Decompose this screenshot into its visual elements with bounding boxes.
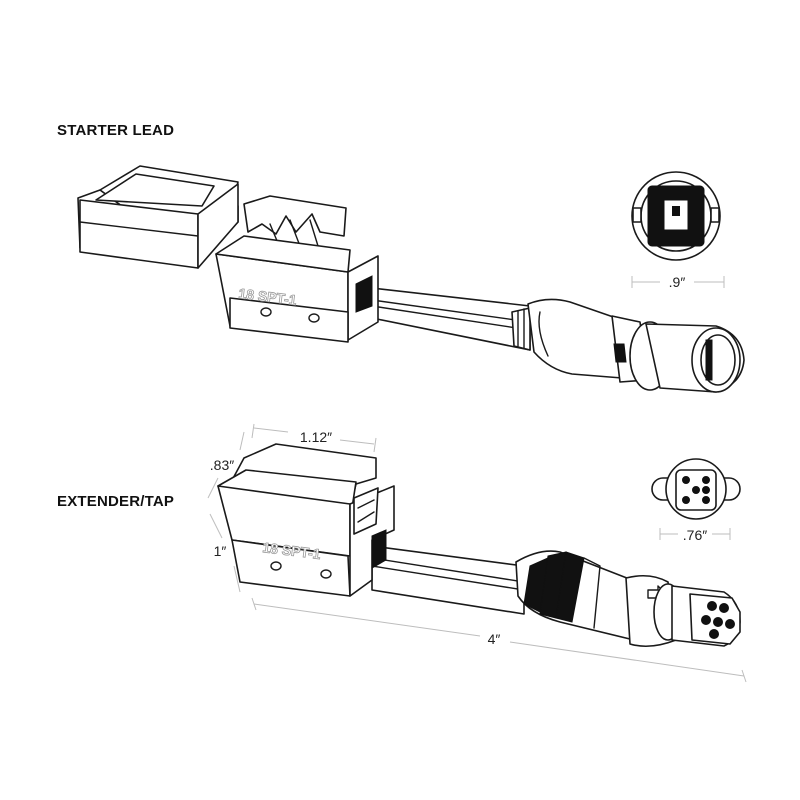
- starter-cable: [371, 287, 531, 351]
- extender-embossed-label: 18 SPT-1: [262, 539, 322, 562]
- extender-tap-heading: EXTENDER/TAP: [57, 493, 175, 510]
- starter-diameter-dimension: .9″: [631, 274, 725, 290]
- extender-tap-assembly: 18 SPT-1: [217, 443, 741, 648]
- extender-width-dimension: 1.12″: [251, 423, 377, 453]
- starter-plug-block: 18 SPT-1: [215, 195, 379, 343]
- extender-diameter-dimension: .76″: [659, 527, 731, 543]
- extender-cable: [371, 545, 525, 615]
- extender-height-dimension: 1″: [209, 513, 241, 593]
- extender-width-label: 1.12″: [300, 429, 332, 445]
- starter-end-view: [631, 171, 721, 261]
- starter-lead-heading: STARTER LEAD: [57, 122, 175, 139]
- extender-depth-label: .83″: [210, 457, 234, 473]
- extender-block: 18 SPT-1: [217, 443, 395, 597]
- starter-embossed-label: 18 SPT-1: [238, 285, 298, 308]
- extender-end-view: [651, 458, 741, 520]
- extender-length-dimension: 4″: [251, 597, 747, 683]
- extender-length-label: 4″: [488, 631, 501, 647]
- starter-lead-assembly: 18 SPT-1: [77, 165, 745, 393]
- starter-plug: [527, 298, 745, 393]
- starter-diameter-label: .9″: [669, 274, 686, 290]
- extender-plug: [515, 550, 741, 648]
- starter-socket-half: [77, 165, 239, 269]
- extender-diameter-label: .76″: [683, 527, 707, 543]
- extender-depth-dimension: .83″: [207, 431, 245, 499]
- extender-height-label: 1″: [214, 543, 227, 559]
